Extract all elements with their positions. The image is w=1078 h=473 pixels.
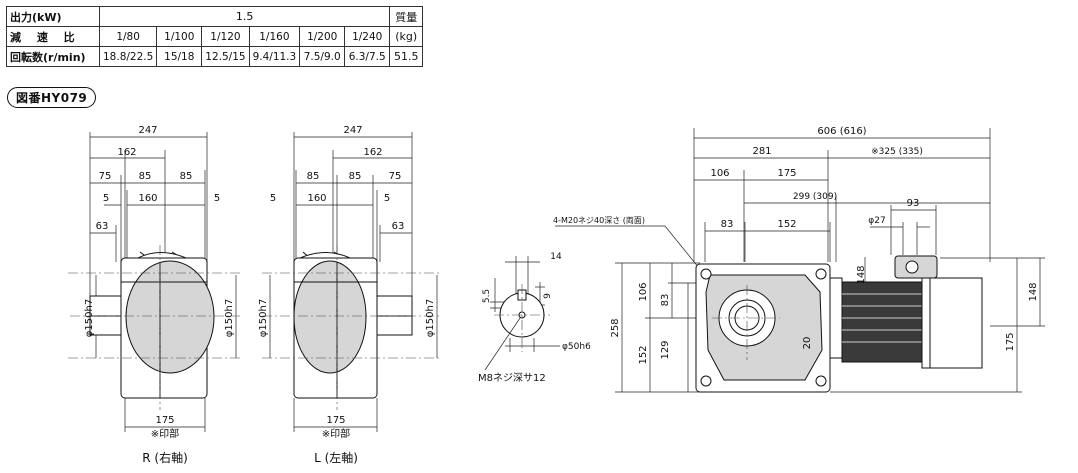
dim-label: 5 (214, 193, 220, 204)
ratio-cell: 1/100 (156, 26, 203, 47)
dimension-labels: 247 162 75 85 85 5 160 5 63 175 ※印部 R (右… (84, 125, 1039, 465)
dim-label: 5 (384, 193, 390, 204)
dim-label: 129 (660, 340, 671, 359)
dim-label: 75 (389, 171, 402, 182)
thread-note: M8ネジ深サ12 (478, 372, 546, 384)
dim-label: 85 (139, 171, 152, 182)
dim-label: 85 (307, 171, 320, 182)
dim-label: 83 (721, 219, 734, 230)
r-view-caption: R (右軸) (142, 450, 188, 465)
dim-label: 75 (99, 171, 112, 182)
dim-label: 162 (117, 147, 136, 158)
speed-cell: 15/18 (156, 46, 203, 67)
dim-label: 281 (752, 146, 771, 157)
speed-cell: 12.5/15 (201, 46, 250, 67)
dim-label: φ27 (868, 216, 885, 226)
dim-label: 106 (638, 282, 649, 301)
stamp-note: ※印部 (151, 427, 179, 440)
spec-table: 出力(kW) 1.5 質量 減 速 比 1/80 1/100 1/120 1/1… (6, 6, 424, 67)
dim-label: 63 (392, 221, 405, 232)
dim-label: 83 (660, 294, 671, 307)
drawing-id-badge: 図番HY079 (7, 87, 97, 108)
dim-label: 175 (777, 168, 796, 179)
dim-label: 175 (1005, 332, 1016, 351)
dim-label: 258 (610, 318, 621, 337)
dim-label: 148 (856, 265, 867, 284)
dim-label: 5 (103, 193, 109, 204)
l-view-caption: L (左軸) (314, 450, 358, 465)
dim-label: ※325 (335) (871, 147, 923, 157)
dim-label: 152 (638, 345, 649, 364)
dim-label: 85 (180, 171, 193, 182)
dim-label: φ150h7 (224, 299, 235, 337)
dim-label: 160 (307, 193, 326, 204)
output-label: 出力(kW) (6, 6, 100, 27)
ratio-cell: 1/160 (248, 26, 301, 47)
speed-label: 回転数(r/min) (6, 46, 100, 67)
dim-label: 162 (363, 147, 382, 158)
r-view (68, 132, 240, 432)
dim-label: 152 (777, 219, 796, 230)
dim-label: 5.5 (482, 289, 492, 303)
dim-label: 5 (270, 193, 276, 204)
dim-label: 606 (616) (817, 126, 866, 137)
dim-label: φ150h7 (258, 299, 269, 337)
dim-label: 247 (343, 125, 362, 136)
thread-note: 4-M20ネジ40深さ (両面) (553, 216, 645, 225)
dim-label: 247 (138, 125, 157, 136)
dim-label: φ150h7 (425, 299, 436, 337)
dim-label: 9 (543, 293, 553, 299)
dim-label: φ50h6 (562, 342, 591, 352)
l-view (262, 132, 440, 432)
dim-label: 14 (550, 252, 562, 262)
dim-label: 106 (710, 168, 729, 179)
dim-label: 175 (326, 415, 345, 426)
dim-label: 63 (96, 221, 109, 232)
speed-cell: 18.8/22.5 (98, 46, 158, 67)
dim-label: 85 (349, 171, 362, 182)
dim-label: 160 (138, 193, 157, 204)
dim-label: 93 (907, 198, 920, 209)
mass-label: 質量 (389, 6, 424, 27)
mass-value: 51.5 (389, 46, 424, 67)
dim-label: 148 (1028, 282, 1039, 301)
dim-label: 175 (155, 415, 174, 426)
dim-label: 299 (309) (793, 192, 837, 202)
dim-label: φ150h7 (84, 299, 95, 337)
speed-cell: 9.4/11.3 (248, 46, 301, 67)
mass-unit: (kg) (389, 26, 424, 47)
motor-side-view (555, 128, 1045, 393)
dim-label: 20 (802, 337, 813, 350)
speed-cell: 7.5/9.0 (299, 46, 346, 67)
speed-cell: 6.3/7.5 (344, 46, 391, 67)
shaft-detail (484, 256, 560, 371)
stamp-note: ※印部 (322, 427, 350, 440)
